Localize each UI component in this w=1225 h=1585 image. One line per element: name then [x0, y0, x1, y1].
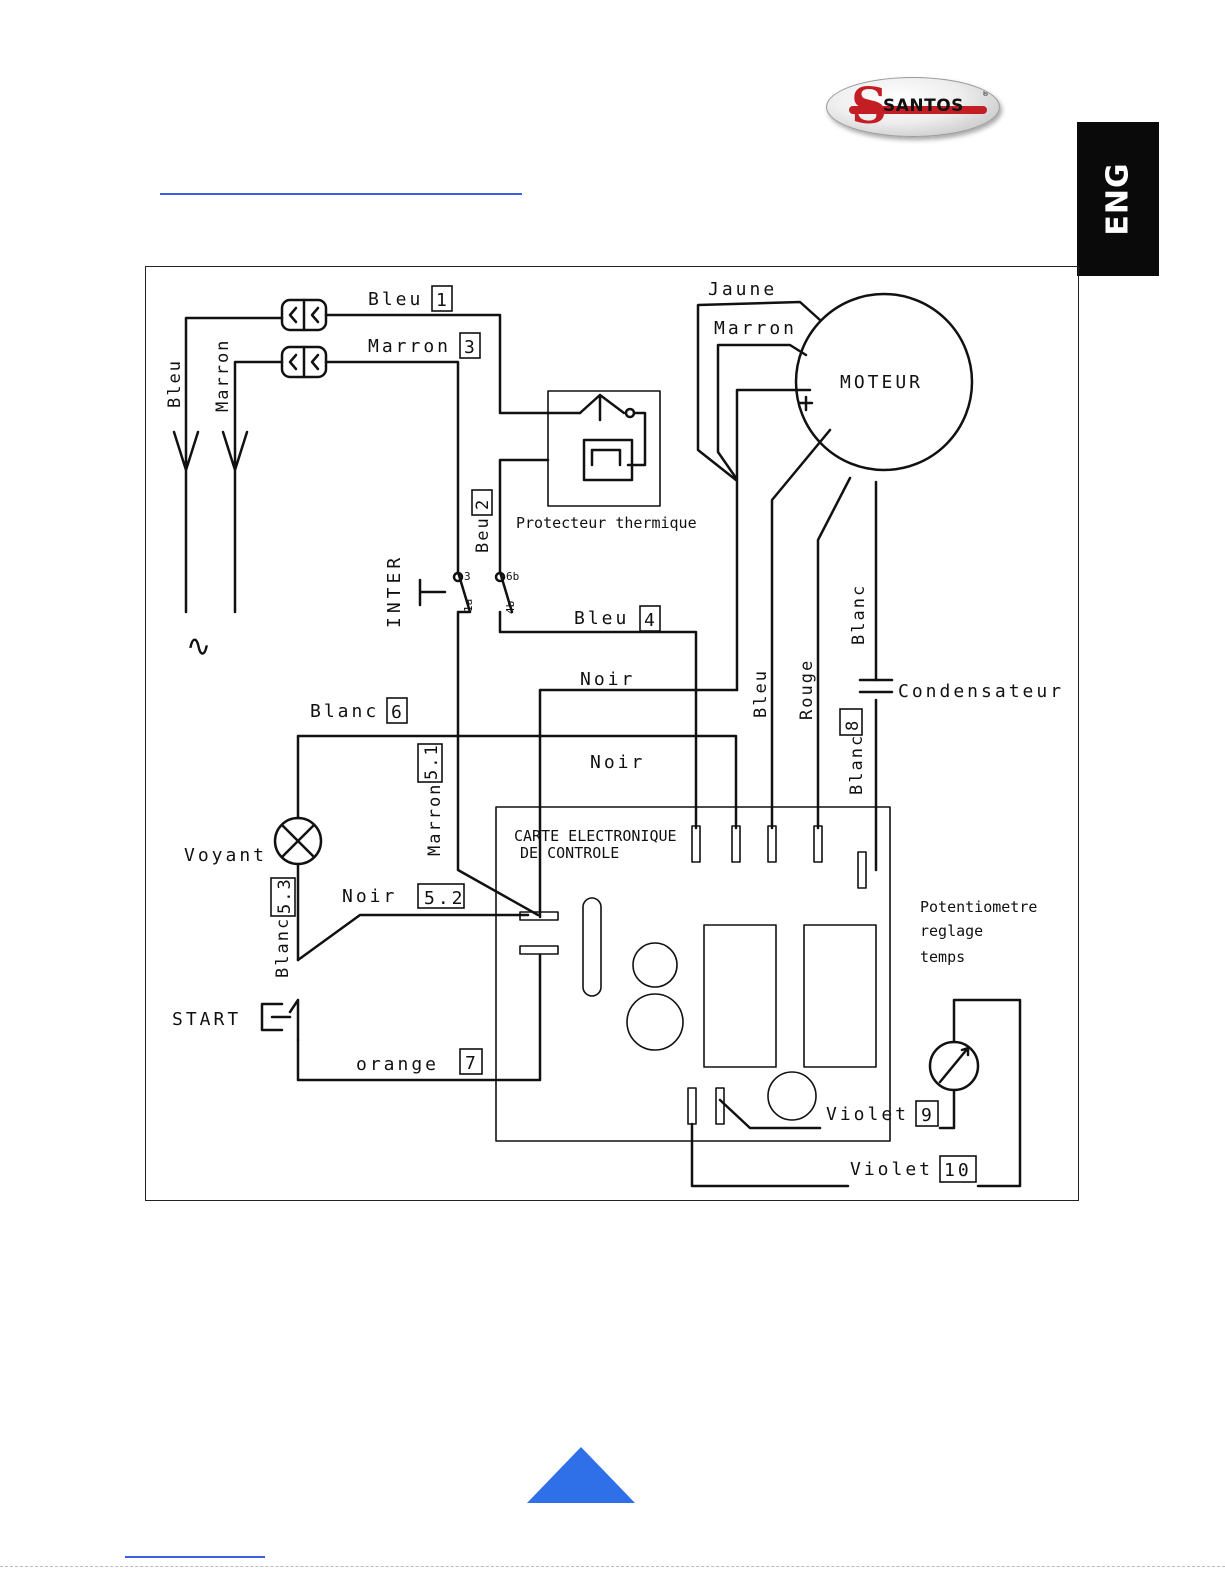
start-switch [260, 998, 300, 1042]
label-bleu-supply: Bleu [165, 359, 185, 408]
label-carte-1: CARTE ELECTRONIQUE [514, 827, 677, 845]
pin-3: 3 [464, 570, 471, 583]
num-3: 3 [464, 337, 478, 358]
label-inter: INTER [384, 554, 405, 628]
num-52: 5.2 [424, 888, 466, 909]
label-bleu-1: Bleu [368, 289, 423, 310]
capacitor-plates [858, 678, 894, 694]
label-jaune: Jaune [708, 279, 777, 300]
pin-6b: 6b [506, 570, 519, 583]
num-1: 1 [436, 290, 450, 311]
label-marron-3: Marron [368, 336, 451, 357]
label-noir-mid: Noir [590, 752, 645, 773]
num-10: 10 [944, 1160, 972, 1181]
label-orange-7: orange [356, 1054, 439, 1075]
label-blanc-8: Blanc [847, 734, 867, 795]
num-7: 7 [465, 1053, 479, 1074]
label-blanc-6: Blanc [310, 701, 379, 722]
num-53: 5.3 [275, 877, 295, 914]
label-marron-51: Marron [425, 783, 445, 856]
up-arrow-icon [527, 1447, 635, 1503]
label-noir-top: Noir [580, 669, 635, 690]
label-marron-supply: Marron [213, 339, 233, 412]
pin-1a: 1a [462, 599, 475, 612]
num-2: 2 [473, 498, 493, 510]
logo-initial: S [851, 77, 888, 135]
scroll-to-top-button[interactable] [526, 1447, 636, 1505]
num-8: 8 [843, 719, 863, 731]
num-51: 5.1 [422, 743, 442, 780]
label-noir-52: Noir [342, 886, 397, 907]
num-6: 6 [391, 702, 405, 723]
footer-link[interactable] [125, 1556, 265, 1558]
label-blanc-motor: Blanc [849, 584, 869, 645]
label-start: START [172, 1009, 241, 1030]
logo-registered-mark: ® [982, 90, 989, 98]
label-bleu-motor: Bleu [751, 669, 771, 718]
label-beu-2: Beu [473, 516, 493, 553]
wiring-diagram-frame [145, 266, 1079, 1201]
language-tab-eng[interactable]: ENG [1077, 122, 1159, 276]
supply-wire-bleu [172, 316, 284, 614]
label-voyant: Voyant [184, 845, 267, 866]
pin-4b: 4b [504, 601, 517, 614]
num-9: 9 [921, 1105, 935, 1126]
label-violet-10: Violet [850, 1159, 933, 1180]
supply-wire-marron [221, 360, 284, 614]
label-bleu-4: Bleu [574, 608, 629, 629]
inter-switch [418, 570, 540, 917]
label-protecteur: Protecteur thermique [516, 514, 697, 532]
label-pot-2: reglage [920, 922, 983, 940]
label-moteur: MOTEUR [840, 372, 923, 393]
label-pot-1: Potentiometre [920, 898, 1037, 916]
santos-logo: S SANTOS ® [826, 77, 1000, 137]
label-condensateur: Condensateur [898, 681, 1064, 702]
label-marron-motor: Marron [714, 318, 797, 339]
motor-circle [794, 292, 974, 472]
label-violet-9: Violet [826, 1104, 909, 1125]
section-heading-link[interactable] [160, 193, 522, 195]
label-blanc-53: Blanc [273, 917, 293, 978]
footer-dotted-rule [0, 1566, 1225, 1567]
label-rouge: Rouge [797, 659, 817, 720]
label-carte-2: DE CONTROLE [520, 844, 619, 862]
ac-symbol: ∿ [186, 629, 211, 664]
logo-text: SANTOS [883, 96, 964, 116]
label-pot-3: temps [920, 948, 965, 966]
logo-stripe [849, 106, 987, 114]
num-4: 4 [644, 610, 658, 631]
thermal-protector-box [547, 390, 661, 507]
